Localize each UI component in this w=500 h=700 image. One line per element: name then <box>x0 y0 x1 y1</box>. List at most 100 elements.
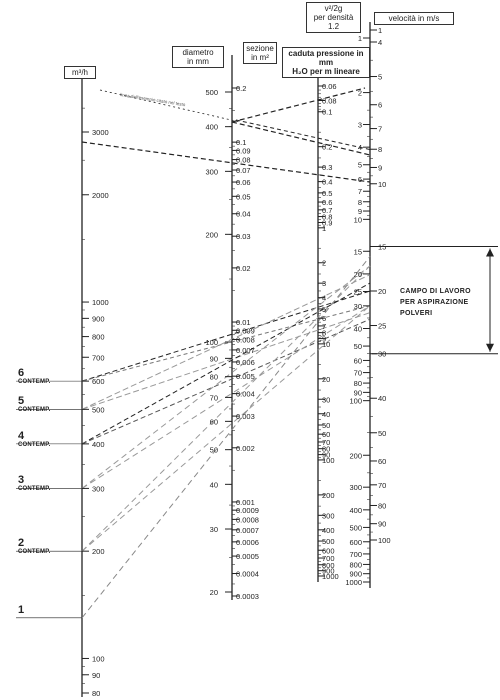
contemp-number: 2 <box>18 537 25 550</box>
velocity-tick-label: 8 <box>378 145 382 154</box>
section-tick-label: 0.09 <box>236 146 251 155</box>
flow-velocity-line <box>81 265 371 552</box>
diameter-tick-label: 30 <box>210 525 218 534</box>
velocity-tick-label: 10 <box>378 180 386 189</box>
pressure-tick-label: 0.8 <box>322 213 332 222</box>
dynamic-tick-label: 70 <box>354 369 362 378</box>
example-annotation: linea dell'esempio citato nel testo <box>120 92 186 107</box>
diameter-tick-label: 400 <box>205 123 218 132</box>
diameter-tick-label: 90 <box>210 354 218 363</box>
pressure-tick-label: 0.9 <box>322 219 332 228</box>
section-tick-label: 0.001 <box>236 498 255 507</box>
pressure-tick-label: 60 <box>322 430 330 439</box>
dynamic-tick-label: 1 <box>358 34 362 43</box>
section-tick-label: 0.007 <box>236 346 255 355</box>
velocity-tick-label: 7 <box>378 125 382 134</box>
velocity-tick-label: 80 <box>378 501 386 510</box>
dynamic-tick-label: 1000 <box>345 578 362 587</box>
flow-tick-label: 3000 <box>92 128 109 137</box>
diameter-tick-label: 80 <box>210 373 218 382</box>
section-tick-label: 0.008 <box>236 335 255 344</box>
campo-arrow-up <box>486 248 494 257</box>
flow-tick-label: 900 <box>92 314 105 323</box>
section-tick-label: 0.0005 <box>236 552 259 561</box>
pressure-tick-label: 400 <box>322 526 335 535</box>
pressure-tick-label: 40 <box>322 410 330 419</box>
section-header: sezione in m² <box>243 42 277 64</box>
section-tick-label: 0.1 <box>236 138 246 147</box>
flow-tick-label: 400 <box>92 440 105 449</box>
velocity-tick-label: 4 <box>378 38 382 47</box>
velocity-tick-label: 6 <box>378 101 382 110</box>
velocity-tick-label: 50 <box>378 429 386 438</box>
pressure-tick-label: 0.7 <box>322 206 332 215</box>
pressure-tick-label: 0.2 <box>322 143 332 152</box>
example-line <box>231 87 366 123</box>
pressure-tick-label: 0.08 <box>322 97 337 106</box>
flow-tick-label: 2000 <box>92 191 109 200</box>
dynamic-tick-label: 700 <box>349 550 362 559</box>
dynamic-tick-label: 3 <box>358 121 362 130</box>
flow-velocity-line <box>81 290 371 382</box>
section-tick-label: 0.0009 <box>236 506 259 515</box>
pressure-tick-label: 0.3 <box>322 163 332 172</box>
flow-velocity-line <box>81 282 371 445</box>
section-tick-label: 0.06 <box>236 178 251 187</box>
velocity-tick-label: 30 <box>378 350 386 359</box>
pressure-tick-label: 900 <box>322 567 335 576</box>
flow-tick-label: 1000 <box>92 298 109 307</box>
flow-velocity-line <box>81 256 371 619</box>
section-tick-label: 0.005 <box>236 372 255 381</box>
example-line <box>99 89 241 123</box>
pressure-tick-label: 50 <box>322 421 330 430</box>
section-tick-label: 0.009 <box>236 326 255 335</box>
dynamic-tick-label: 90 <box>354 388 362 397</box>
dynamic-tick-label: 2 <box>358 89 362 98</box>
flow-tick-label: 800 <box>92 333 105 342</box>
dynamic-tick-label: 30 <box>354 302 362 311</box>
dynamic-pressure-header: v²/2g per densità 1.2 <box>306 2 361 33</box>
dynamic-tick-label: 50 <box>354 342 362 351</box>
section-tick-label: 0.2 <box>236 84 246 93</box>
pressure-tick-label: 5 <box>322 305 326 314</box>
velocity-tick-label: 1 <box>378 26 382 35</box>
pressure-tick-label: 0.6 <box>322 198 332 207</box>
pressure-tick-label: 800 <box>322 561 335 570</box>
section-tick-label: 0.002 <box>236 444 255 453</box>
diameter-header: diametro in mm <box>172 46 224 68</box>
pressure-tick-label: 20 <box>322 375 330 384</box>
contemp-text: CONTEMP. <box>18 441 51 448</box>
dynamic-tick-label: 300 <box>349 483 362 492</box>
section-tick-label: 0.006 <box>236 358 255 367</box>
dynamic-tick-label: 25 <box>354 287 362 296</box>
dynamic-tick-label: 10 <box>354 215 362 224</box>
pressure-tick-label: 4 <box>322 294 326 303</box>
contemp-text: CONTEMP. <box>18 486 51 493</box>
contemp-mark: 1 <box>18 604 24 615</box>
pressure-tick-label: 30 <box>322 395 330 404</box>
velocity-tick-label: 9 <box>378 163 382 172</box>
dynamic-tick-label: 7 <box>358 187 362 196</box>
dynamic-tick-label: 900 <box>349 570 362 579</box>
contemp-text: CONTEMP. <box>18 549 51 556</box>
pressure-tick-label: 10 <box>322 340 330 349</box>
diameter-tick-label: 100 <box>205 338 218 347</box>
section-tick-label: 0.05 <box>236 192 251 201</box>
flow-tick-label: 700 <box>92 353 105 362</box>
diameter-tick-label: 200 <box>205 230 218 239</box>
velocity-tick-label: 40 <box>378 394 386 403</box>
flow-tick-label: 300 <box>92 484 105 493</box>
pressure-tick-label: 9 <box>322 335 326 344</box>
velocity-header: velocità in m/s <box>374 12 454 25</box>
diameter-tick-label: 60 <box>210 417 218 426</box>
pressure-tick-label: 2 <box>322 259 326 268</box>
contemp-number: 5 <box>18 395 25 408</box>
dynamic-tick-label: 800 <box>349 560 362 569</box>
flow-tick-label: 100 <box>92 654 105 663</box>
pressure-tick-label: 7 <box>322 322 326 331</box>
section-tick-label: 0.01 <box>236 318 251 327</box>
pressure-tick-label: 1 <box>322 224 326 233</box>
